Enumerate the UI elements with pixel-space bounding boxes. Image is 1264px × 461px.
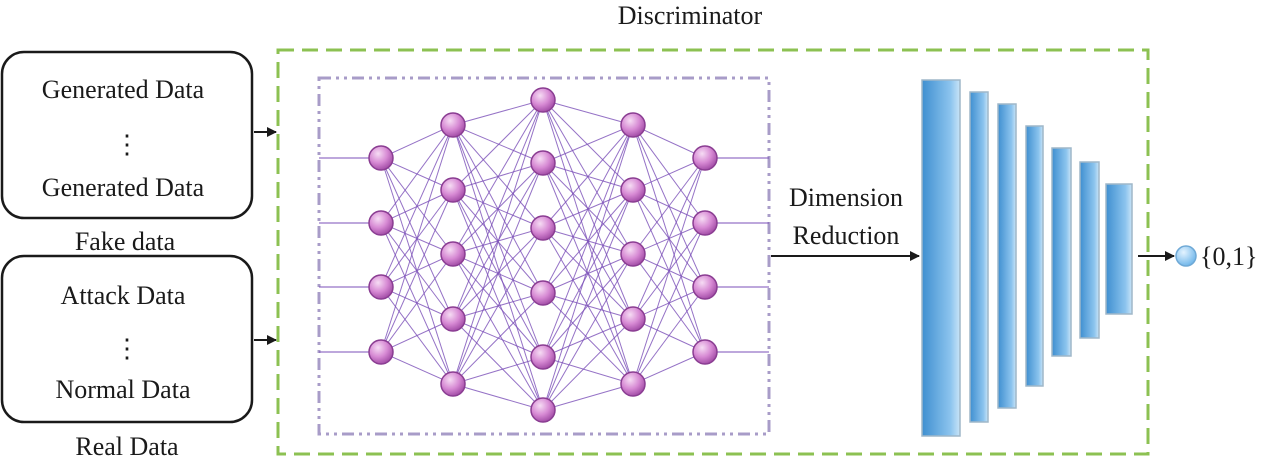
nn-edge-2-4-0 xyxy=(542,124,634,358)
nn-edge-1-3-0 xyxy=(452,99,544,320)
nn-edge-2-5-3 xyxy=(542,318,634,411)
nn-edge-1-1-0 xyxy=(452,99,544,191)
nn-node-layer2-4 xyxy=(530,344,556,370)
nn-edge-2-4-3 xyxy=(542,318,634,358)
real-data-line-2: Normal Data xyxy=(55,375,190,404)
reduction-bar-6 xyxy=(1105,183,1133,315)
nn-edge-2-3-0 xyxy=(542,124,634,294)
nn-edge-0-3-2 xyxy=(380,253,454,353)
nn-node-layer2-5 xyxy=(530,397,556,423)
real-data-line-1: Attack Data xyxy=(61,281,186,310)
real-data-ellipsis: ⋮ xyxy=(114,334,140,363)
nn-edge-0-2-0 xyxy=(380,124,454,288)
nn-edge-1-2-0 xyxy=(452,99,544,255)
output-label: {0,1} xyxy=(1200,242,1257,271)
nn-edge-1-4-2 xyxy=(452,227,544,385)
nn-node-layer3-2 xyxy=(620,241,646,267)
fake-data-line-2: Generated Data xyxy=(42,173,205,202)
reduction-bar-0 xyxy=(921,79,961,437)
fake-data-box xyxy=(0,50,254,220)
nn-node-layer4-3 xyxy=(692,339,718,365)
nn-edge-3-2-0 xyxy=(632,157,706,255)
nn-edge-1-1-5 xyxy=(452,189,544,411)
nn-edge-2-5-2 xyxy=(542,253,634,411)
nn-node-layer0-1 xyxy=(368,210,394,236)
dimension-label-line-2: Reduction xyxy=(793,221,900,250)
neural-network-box xyxy=(317,76,771,436)
nn-edge-2-2-0 xyxy=(542,124,634,229)
nn-edge-1-4-3 xyxy=(452,292,544,385)
nn-edge-2-0-0 xyxy=(542,99,634,126)
nn-node-layer1-0 xyxy=(440,112,466,138)
nn-edge-1-3-5 xyxy=(452,318,544,411)
nn-edge-2-4-2 xyxy=(542,253,634,358)
nn-edge-1-4-1 xyxy=(452,162,544,385)
nn-node-layer1-2 xyxy=(440,241,466,267)
fake-data-line-1: Generated Data xyxy=(42,75,205,104)
nn-edge-0-3-1 xyxy=(380,189,454,353)
neural-network-nodes xyxy=(368,87,718,423)
neural-network-io-lines xyxy=(319,157,769,353)
nn-edge-1-0-0 xyxy=(452,99,544,126)
nn-edge-3-4-1 xyxy=(632,222,706,385)
nn-node-layer3-1 xyxy=(620,177,646,203)
nn-node-layer0-0 xyxy=(368,145,394,171)
nn-node-layer1-3 xyxy=(440,306,466,332)
real-data-box xyxy=(0,254,254,424)
nn-node-layer3-3 xyxy=(620,306,646,332)
reduction-bar-2 xyxy=(997,103,1017,409)
nn-edge-1-0-5 xyxy=(452,124,544,411)
nn-edge-1-4-5 xyxy=(452,383,544,411)
nn-edge-0-3-0 xyxy=(380,124,454,353)
reduction-bar-5 xyxy=(1079,161,1100,339)
nn-node-layer4-2 xyxy=(692,274,718,300)
reduction-bar-3 xyxy=(1025,125,1044,387)
nn-node-layer2-2 xyxy=(530,215,556,241)
reduction-bar-1 xyxy=(969,91,989,423)
nn-edge-0-1-0 xyxy=(380,124,454,224)
nn-node-layer3-0 xyxy=(620,112,646,138)
nn-edge-3-0-0 xyxy=(632,124,706,159)
nn-edge-2-4-1 xyxy=(542,189,634,358)
discriminator-title: Discriminator xyxy=(618,1,763,30)
nn-edge-3-4-3 xyxy=(632,351,706,385)
nn-edge-0-3-4 xyxy=(380,351,454,385)
neural-network-edges xyxy=(380,99,706,411)
nn-node-layer2-3 xyxy=(530,280,556,306)
nn-node-layer4-0 xyxy=(692,145,718,171)
fake-data-caption: Fake data xyxy=(75,227,176,256)
nn-edge-2-5-1 xyxy=(542,189,634,411)
nn-edge-3-4-0 xyxy=(632,157,706,385)
nn-edge-2-5-0 xyxy=(542,124,634,411)
real-data-caption: Real Data xyxy=(75,432,179,461)
dimension-reduction-bars xyxy=(921,79,1133,437)
nn-edge-0-3-3 xyxy=(380,318,454,353)
output-node xyxy=(1175,245,1197,267)
nn-node-layer2-0 xyxy=(530,87,556,113)
nn-edge-2-0-1 xyxy=(542,99,634,191)
dimension-label-line-1: Dimension xyxy=(789,183,903,212)
nn-edge-2-1-0 xyxy=(542,124,634,164)
nn-edge-0-0-0 xyxy=(380,124,454,159)
nn-node-layer4-1 xyxy=(692,210,718,236)
nn-edge-3-1-0 xyxy=(632,157,706,191)
nn-node-layer0-2 xyxy=(368,274,394,300)
nn-node-layer1-4 xyxy=(440,371,466,397)
nn-node-layer0-3 xyxy=(368,339,394,365)
nn-edge-1-4-0 xyxy=(452,99,544,385)
nn-node-layer2-1 xyxy=(530,150,556,176)
nn-edge-1-4-4 xyxy=(452,356,544,385)
nn-edge-1-0-1 xyxy=(452,124,544,164)
nn-edge-1-2-5 xyxy=(452,253,544,411)
nn-edge-3-4-2 xyxy=(632,286,706,385)
discriminator-box xyxy=(276,48,1150,456)
nn-edge-3-3-0 xyxy=(632,157,706,320)
nn-edge-2-5-4 xyxy=(542,383,634,411)
reduction-bar-4 xyxy=(1051,147,1072,357)
nn-node-layer1-1 xyxy=(440,177,466,203)
nn-node-layer3-4 xyxy=(620,371,646,397)
fake-data-ellipsis: ⋮ xyxy=(114,130,140,159)
